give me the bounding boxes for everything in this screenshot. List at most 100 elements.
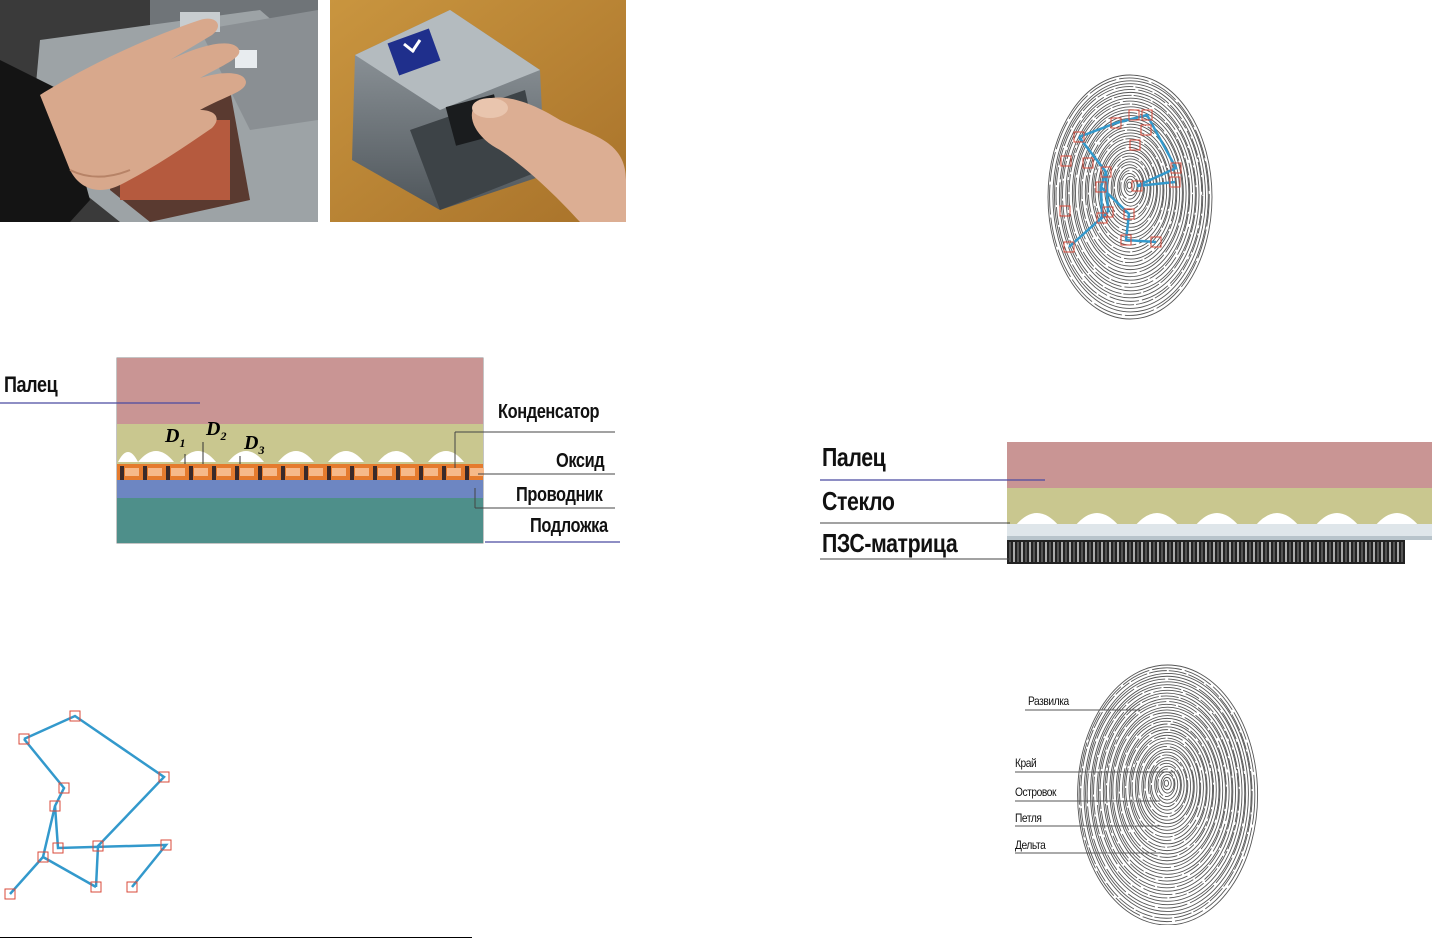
fingerprint-ridge [1047,74,1213,320]
fingerprint-ridge [1131,737,1202,838]
d3-label: D3 [244,432,265,457]
loop-label: Петля [1015,811,1042,825]
fingerprint-ridge [1093,687,1240,899]
ccd-pixel [1257,542,1259,562]
minutiae-edge [1078,113,1178,188]
fingerprint-ridge [1154,765,1181,804]
optical-finger-label: Палец [822,442,886,472]
fingerprint-minutiae-image [1040,65,1220,320]
minutia-marker [1140,124,1152,136]
ccd-pixel [1357,542,1359,562]
ccd-pixel [1185,542,1187,562]
minutia-marker [1096,212,1108,224]
fingerprint-ridge [1054,83,1206,309]
minutia-marker [92,840,104,852]
fingerprint-ridge [1128,731,1207,845]
fingerprint-ridge [1078,115,1183,271]
fingerprint-ridge [1163,779,1169,787]
ccd-pixel [1225,542,1227,562]
minutia-marker [90,881,102,893]
d1-label: D1 [165,425,186,450]
ccd-pixel [1281,542,1283,562]
capacitor-plate [332,468,346,476]
ccd-pixel [1341,542,1343,562]
ccd-label: ПЗС-матрица [822,528,958,558]
feature-leader-lines [1010,690,1210,870]
fingerprint-ridge [1096,689,1239,896]
ccd-pixel [1089,542,1091,562]
delta-label: Дельта [1015,838,1046,852]
ccd-pixel [1145,542,1147,562]
ccd-pixel [1325,542,1327,562]
fingerprint-ridge [1125,729,1208,848]
minutia-marker [1110,117,1122,129]
ccd-pixel [1053,542,1055,562]
ccd-pixel [1345,542,1347,562]
minutiae-edge [53,805,169,888]
ccd-pixel [1081,542,1083,562]
minutiae-edge [1068,136,1109,248]
ccd-pixel [1161,542,1163,562]
capacitor-plate [470,468,484,476]
minutia-marker [1129,139,1141,151]
ccd-pixel [1285,542,1287,562]
fingerprint-ridges [1077,664,1259,926]
fingerprint-ridge [1110,709,1224,872]
ccd-pixel [1273,542,1275,562]
minutia-marker [1120,234,1132,246]
fingerprint-features-image [1070,655,1265,926]
fingerprint-ridge [1135,740,1201,835]
ccd-pixel [1265,542,1267,562]
minutiae-edge [1104,171,1110,213]
optical-sensor-diagram: Палец Стекло ПЗС-матрица [815,438,1436,568]
capacitive-sensor-diagram: Палец Конденсатор Оксид Проводник Подлож… [0,350,630,550]
ccd-pixel [1057,542,1059,562]
ccd-pixel [1177,542,1179,562]
ccd-pixel [1173,542,1175,562]
capacitor-plate [217,468,231,476]
conductor-label: Проводник [516,484,603,506]
fingerprint-ridge [1087,129,1171,253]
fingerprint-ridge [1097,692,1237,892]
ccd-pixel [1249,542,1251,562]
ccd-pixel [1313,542,1315,562]
fingerprint-ridge [1147,757,1188,814]
ccd-pixel [1229,542,1231,562]
fingerprint-ridge [1071,106,1190,281]
minutia-marker [1123,208,1135,220]
finger-label: Палец [4,372,58,397]
fingerprint-ridge [1084,123,1177,260]
ccd-pixel [1301,542,1303,562]
fingerprint-ridge [1105,703,1227,879]
capacitor-plate [424,468,438,476]
fingerprint-ridge [1150,762,1182,808]
ccd-pixel [1153,542,1155,562]
fingerprint-ridge [1102,698,1233,885]
ccd-pixel [1213,542,1215,562]
capacitor-plate [286,468,300,476]
ccd-pixel [1385,542,1387,562]
minutia-marker [1131,180,1143,192]
ccd-pixel [1077,542,1079,562]
capacitor-plate [171,468,185,476]
ccd-pixel [1337,542,1339,562]
minutiae-edge [23,714,166,888]
fingerprint-ridge [1115,715,1220,865]
ccd-pixel [1321,542,1323,562]
fingerprint-ridge [1086,678,1247,909]
fingerprint-ridge [1086,126,1174,256]
minutia-marker [1141,109,1153,121]
fingerprint-ridge [1141,748,1194,825]
ccd-pixel [1361,542,1363,562]
oxide-label: Оксид [556,450,605,472]
ccd-pixel [1217,542,1219,562]
fingerprint-ridge [1052,80,1209,313]
ccd-pixel [1073,542,1075,562]
ccd-pixel [1397,542,1399,562]
ccd-pixel [1197,542,1199,562]
ccd-pixel [1277,542,1279,562]
fingerprint-ridge [1149,760,1185,811]
minutia-marker [49,800,61,812]
capacitor-plate [309,468,323,476]
ccd-pixel [1245,542,1247,562]
